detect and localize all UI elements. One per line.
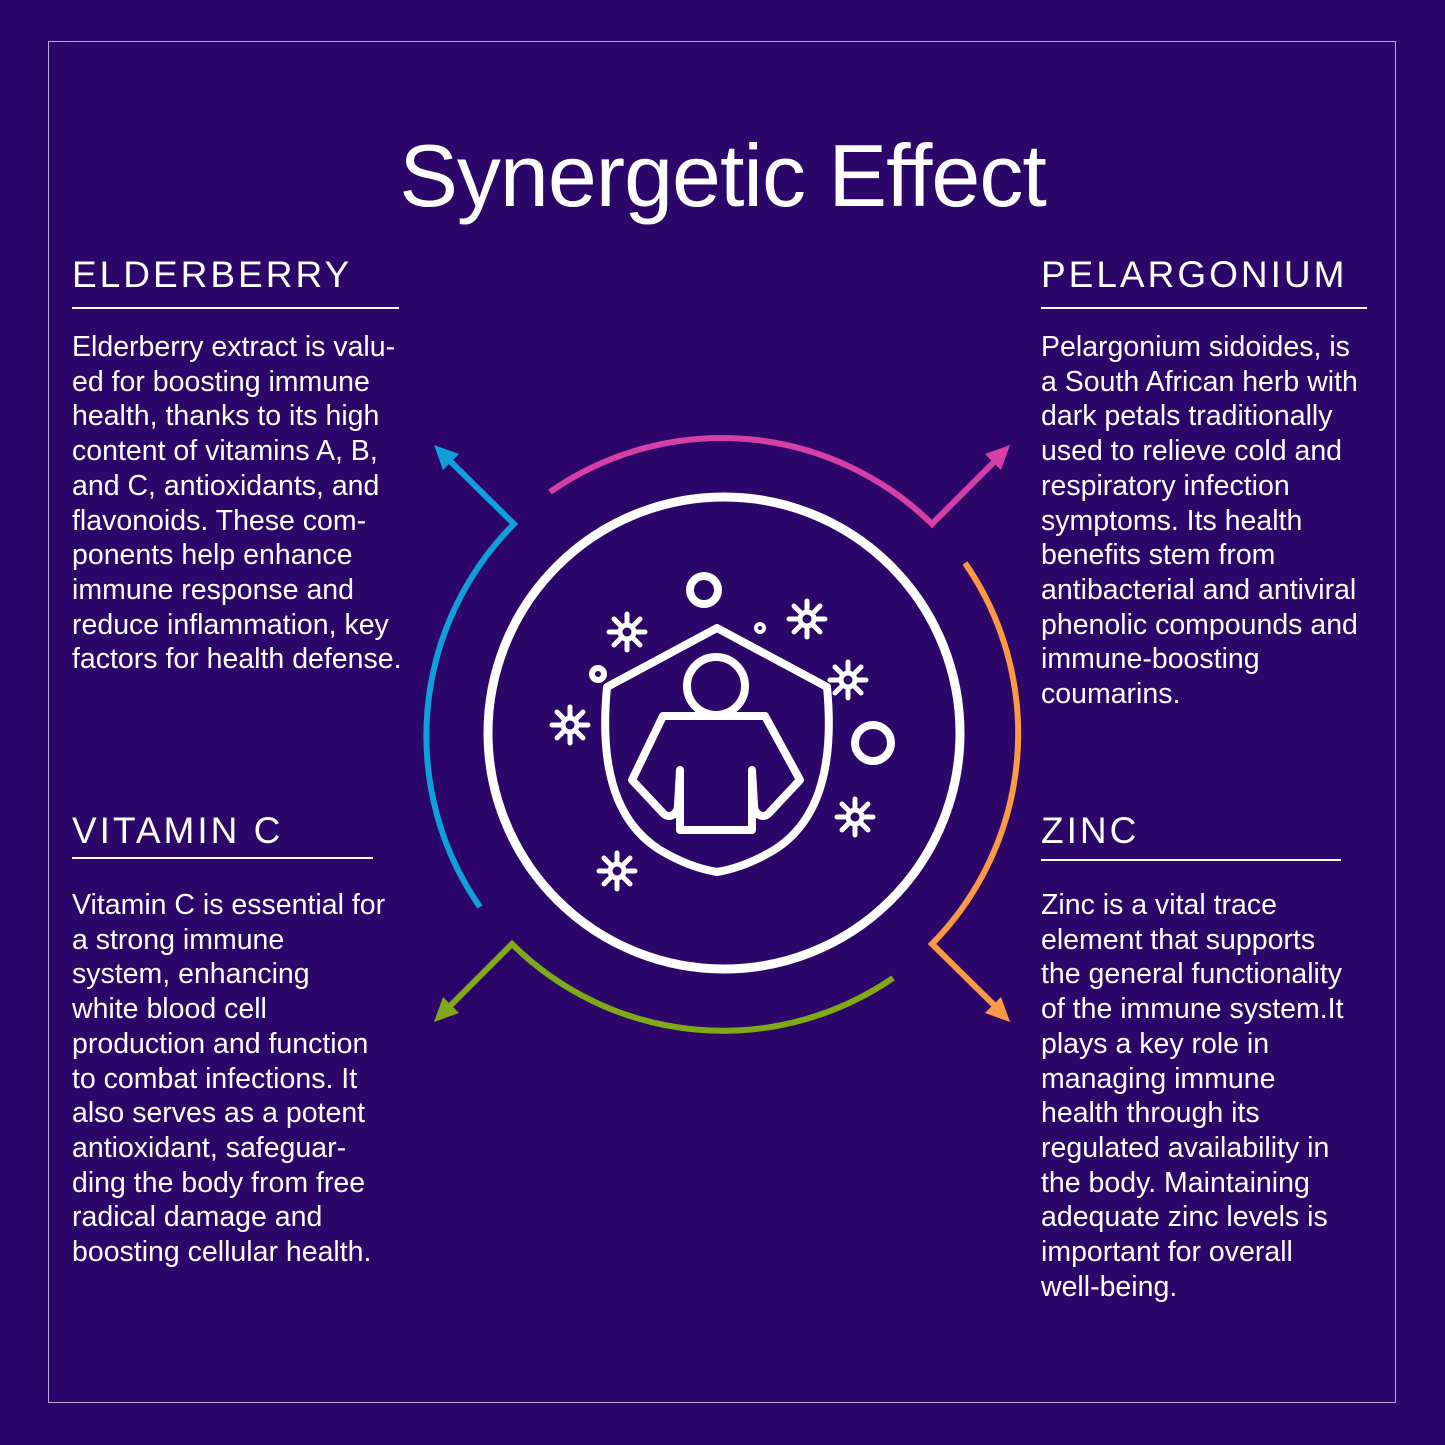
border-frame (48, 41, 1396, 1403)
center-ring (483, 492, 965, 974)
pelargonium-divider (1041, 307, 1367, 309)
virus-icon (789, 601, 825, 637)
page-title: Synergetic Effect (399, 125, 1047, 225)
vitamin-c-heading: VITAMIN C (72, 810, 284, 851)
zinc-divider (1041, 859, 1341, 861)
pelargonium-arrow (548, 435, 1010, 529)
pelargonium-text: Pelargonium sidoides, is a South African… (1041, 331, 1358, 711)
virus-icon (609, 614, 645, 650)
elderberry-text: Elderberry extract is valu- ed for boost… (72, 331, 402, 676)
vitamin-c-text: Vitamin C is essential for a strong immu… (72, 889, 386, 1269)
virus-icon (552, 707, 588, 743)
zinc-arrow (927, 561, 1022, 1022)
zinc-text: Zinc is a vital trace element that suppo… (1041, 889, 1344, 1303)
vitamin-c-arrow (434, 939, 895, 1034)
virus-icon (599, 853, 635, 889)
elderberry-arrow (423, 445, 519, 909)
zinc-heading: ZINC (1041, 810, 1140, 851)
elderberry-heading: ELDERBERRY (72, 254, 353, 295)
virus-icon (830, 662, 866, 698)
pelargonium-heading: PELARGONIUM (1041, 254, 1348, 295)
virus-icon (837, 799, 873, 835)
vitamin-c-divider (72, 857, 373, 859)
immune-shield-person-icon (589, 572, 895, 876)
elderberry-divider (72, 307, 399, 309)
